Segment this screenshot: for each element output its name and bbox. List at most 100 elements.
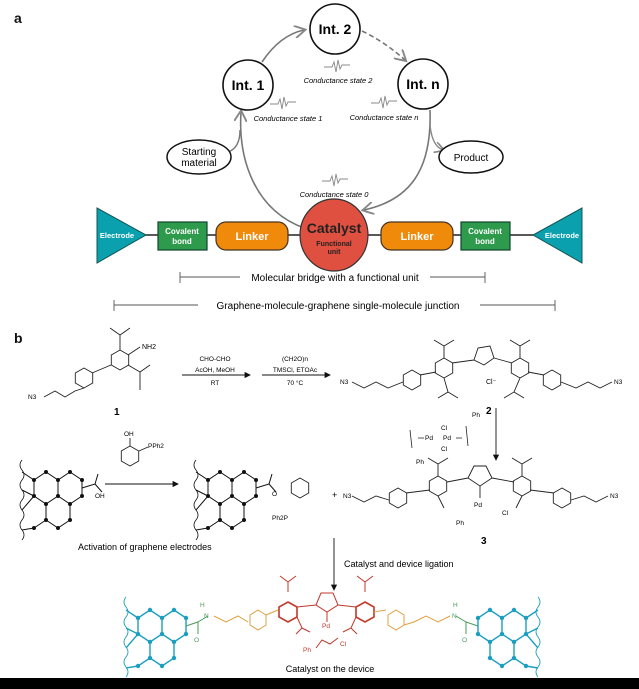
compound-2-n3-left: N3 bbox=[340, 379, 349, 386]
svg-text:Linker: Linker bbox=[400, 231, 434, 243]
device-h-right: H bbox=[453, 602, 458, 609]
covalent-bond-left: Covalent bond bbox=[157, 221, 208, 251]
svg-text:Functional: Functional bbox=[316, 241, 351, 248]
panel-a-diagram: Int. 1 Int. 2 Int. n Starting material P… bbox=[96, 3, 583, 312]
conductance-state-n: Conductance state n bbox=[350, 113, 419, 122]
plus-sign: + bbox=[332, 490, 337, 500]
linker-left: Linker bbox=[215, 221, 289, 251]
node-product: Product bbox=[438, 140, 504, 174]
squiggle-state1-icon bbox=[270, 96, 296, 110]
node-intn: Int. n bbox=[397, 58, 449, 110]
molecular-bridge-label: Molecular bridge with a functional unit bbox=[251, 273, 419, 284]
junction-label: Graphene-molecule-graphene single-molecu… bbox=[217, 301, 460, 312]
compound-3-ph: Ph bbox=[456, 520, 464, 527]
svg-text:Cl: Cl bbox=[441, 446, 448, 453]
compound-1-label: 1 bbox=[114, 407, 120, 418]
node-int2-label: Int. 2 bbox=[319, 21, 352, 37]
compound-2 bbox=[351, 339, 613, 399]
compound-3-cl: Cl bbox=[502, 510, 509, 517]
svg-text:Pd: Pd bbox=[425, 435, 433, 442]
device-amide-left bbox=[185, 615, 209, 634]
conductance-state-1: Conductance state 1 bbox=[254, 114, 323, 123]
catalyst-functional-unit: Catalyst Functional unit bbox=[299, 198, 369, 272]
svg-text:Cl: Cl bbox=[441, 425, 448, 432]
ligation-step-label: Catalyst and device ligation bbox=[344, 559, 454, 569]
conductance-state-2: Conductance state 2 bbox=[304, 76, 374, 85]
linker-right: Linker bbox=[380, 221, 454, 251]
squiggle-state2-icon bbox=[324, 59, 350, 73]
device-graphene-right bbox=[475, 596, 541, 678]
device-graphene-left bbox=[123, 596, 187, 678]
compound-1 bbox=[43, 327, 151, 398]
device-amide-right bbox=[455, 615, 479, 634]
compound-3-n3-right: N3 bbox=[610, 493, 619, 500]
ester-ph2p: Ph2P bbox=[272, 515, 288, 522]
node-int1-label: Int. 1 bbox=[232, 77, 265, 93]
ester-o: O bbox=[272, 491, 277, 498]
compound-3-label: 3 bbox=[481, 536, 487, 547]
arc-int2-to-intn bbox=[361, 30, 405, 60]
svg-text:Covalent: Covalent bbox=[468, 227, 502, 236]
bracket-molecular-bridge bbox=[179, 272, 486, 283]
svg-text:Catalyst: Catalyst bbox=[307, 220, 362, 236]
squiggle-staten-icon bbox=[371, 95, 397, 109]
svg-text:Linker: Linker bbox=[235, 231, 269, 243]
step1-condition: RT bbox=[211, 380, 220, 387]
bottom-border bbox=[0, 678, 639, 689]
electrode-left: Electrode bbox=[96, 207, 148, 264]
arc-catalyst-to-int1 bbox=[241, 112, 305, 229]
arc-intn-to-product bbox=[429, 124, 443, 150]
compound-2-counterion: Cl⁻ bbox=[486, 379, 497, 386]
node-starting-material: Starting material bbox=[166, 139, 232, 175]
svg-text:Pd: Pd bbox=[443, 435, 451, 442]
acid-oh: OH bbox=[95, 493, 105, 500]
svg-text:Covalent: Covalent bbox=[165, 227, 199, 236]
step2-reagent-top: (CH2O)n bbox=[282, 356, 308, 363]
reagent-pph2: PPh2 bbox=[148, 443, 164, 450]
arc-intn-to-catalyst bbox=[364, 109, 431, 210]
step1-reagent-middle: AcOH, MeOH bbox=[195, 367, 235, 374]
activation-caption: Activation of graphene electrodes bbox=[78, 542, 212, 552]
squiggle-state0-icon bbox=[322, 173, 348, 187]
device-caption: Catalyst on the device bbox=[286, 664, 375, 674]
svg-text:bond: bond bbox=[475, 237, 495, 246]
device-linker-left bbox=[213, 609, 279, 631]
compound-3-n3-left: N3 bbox=[343, 493, 352, 500]
device-o-right: O bbox=[462, 637, 467, 644]
device-ph: Ph bbox=[303, 647, 311, 654]
panel-b-scheme: NH2 N3 1 CHO-CHO AcOH, MeOH RT (CH2O)n T… bbox=[19, 327, 623, 678]
device-cl: Cl bbox=[340, 641, 347, 648]
node-int2: Int. 2 bbox=[309, 3, 361, 55]
bracket-junction bbox=[113, 300, 556, 311]
device-n-left: N bbox=[204, 613, 209, 620]
step1-reagent-top: CHO-CHO bbox=[199, 356, 230, 363]
covalent-bond-right: Covalent bond bbox=[460, 221, 511, 251]
panel-b-label: b bbox=[14, 330, 23, 346]
phosphino-phenol-reagent bbox=[120, 438, 149, 467]
step2-condition: 70 °C bbox=[287, 379, 304, 387]
panel-a-label: a bbox=[14, 10, 22, 26]
device-h-left: H bbox=[200, 602, 205, 609]
compound-1-nh2: NH2 bbox=[142, 344, 156, 351]
electrode-right: Electrode bbox=[531, 207, 583, 264]
svg-text:Ph: Ph bbox=[472, 412, 480, 419]
pd-allyl-dimer: Cl Pd Pd Cl Ph Ph bbox=[409, 412, 480, 466]
compound-2-n3-right: N3 bbox=[614, 379, 623, 386]
device-n-right: N bbox=[452, 613, 457, 620]
svg-text:Electrode: Electrode bbox=[545, 231, 579, 240]
reagent-oh: OH bbox=[124, 431, 134, 438]
arc-int1-to-int2 bbox=[261, 30, 304, 63]
svg-text:bond: bond bbox=[172, 237, 192, 246]
compound-2-label: 2 bbox=[486, 406, 492, 417]
svg-text:Product: Product bbox=[454, 153, 489, 164]
compound-3-pd: Pd bbox=[474, 502, 482, 509]
compound-1-n3: N3 bbox=[28, 394, 37, 401]
arc-starting-to-int1 bbox=[227, 129, 241, 153]
node-intn-label: Int. n bbox=[406, 76, 439, 92]
device-o-left: O bbox=[194, 637, 199, 644]
node-int1: Int. 1 bbox=[222, 59, 274, 111]
device-catalyst-core bbox=[278, 575, 375, 649]
svg-text:Starting: Starting bbox=[182, 147, 216, 158]
svg-text:Electrode: Electrode bbox=[100, 231, 134, 240]
device-linker-right bbox=[373, 609, 451, 631]
